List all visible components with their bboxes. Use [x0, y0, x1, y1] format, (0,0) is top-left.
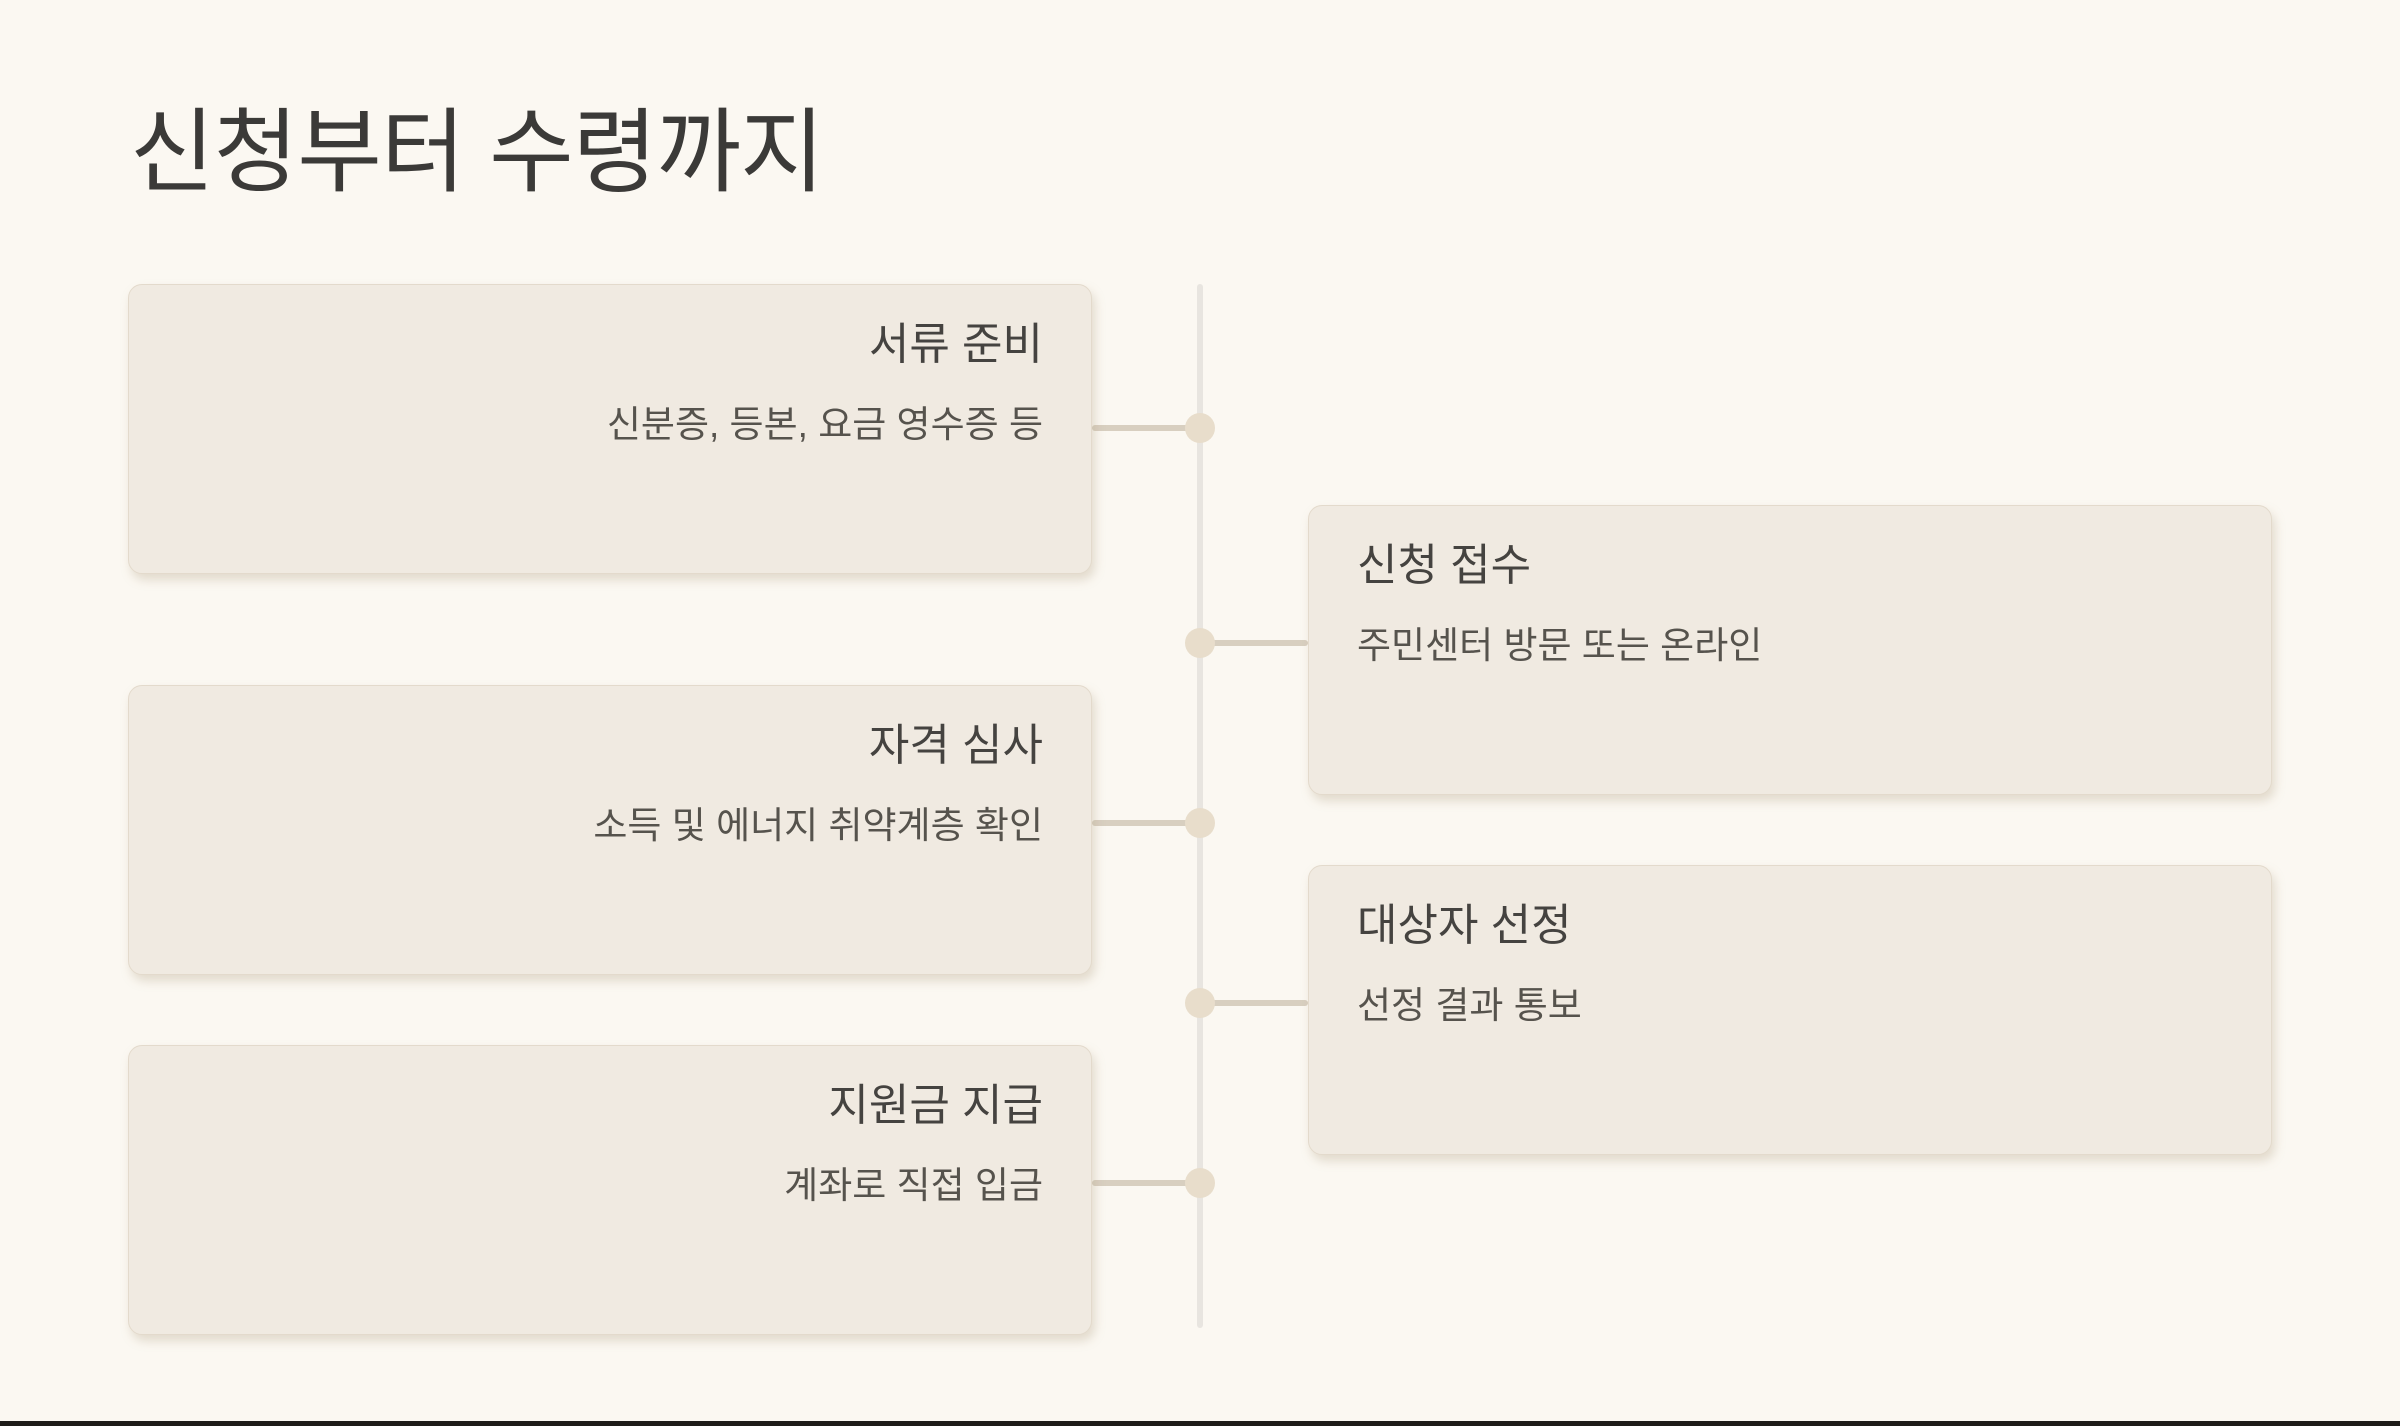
timeline-dot-3 [1185, 808, 1215, 838]
step-subtitle: 신분증, 등본, 요금 영수증 등 [606, 403, 1043, 445]
timeline-dot-4 [1185, 988, 1215, 1018]
step-subtitle: 선정 결과 통보 [1357, 984, 1582, 1026]
timeline-dot-5 [1185, 1168, 1215, 1198]
step-card-recipient-selection: 대상자 선정 선정 결과 통보 [1308, 865, 2272, 1155]
step-subtitle: 계좌로 직접 입금 [784, 1164, 1043, 1206]
step-title: 신청 접수 [1357, 541, 1532, 590]
step-card-application-submission: 신청 접수 주민센터 방문 또는 온라인 [1308, 505, 2272, 795]
step-title: 자격 심사 [868, 721, 1043, 770]
step-title: 지원금 지급 [828, 1081, 1043, 1130]
step-card-eligibility-review: 자격 심사 소득 및 에너지 취약계층 확인 [128, 685, 1092, 975]
connector-step-5 [1092, 1180, 1200, 1186]
step-subtitle: 주민센터 방문 또는 온라인 [1357, 624, 1763, 666]
step-subtitle: 소득 및 에너지 취약계층 확인 [593, 804, 1043, 846]
timeline-dot-1 [1185, 413, 1215, 443]
connector-step-3 [1092, 820, 1200, 826]
step-title: 서류 준비 [868, 320, 1043, 369]
step-card-subsidy-payment: 지원금 지급 계좌로 직접 입금 [128, 1045, 1092, 1335]
screen-bottom-edge-bar [0, 1421, 2400, 1426]
step-card-document-prep: 서류 준비 신분증, 등본, 요금 영수증 등 [128, 284, 1092, 574]
connector-step-1 [1092, 425, 1200, 431]
timeline-dot-2 [1185, 628, 1215, 658]
step-title: 대상자 선정 [1357, 901, 1572, 950]
connector-step-2 [1200, 640, 1308, 646]
connector-step-4 [1200, 1000, 1308, 1006]
timeline-spine [1197, 284, 1203, 1328]
page-title: 신청부터 수령까지 [130, 102, 825, 204]
